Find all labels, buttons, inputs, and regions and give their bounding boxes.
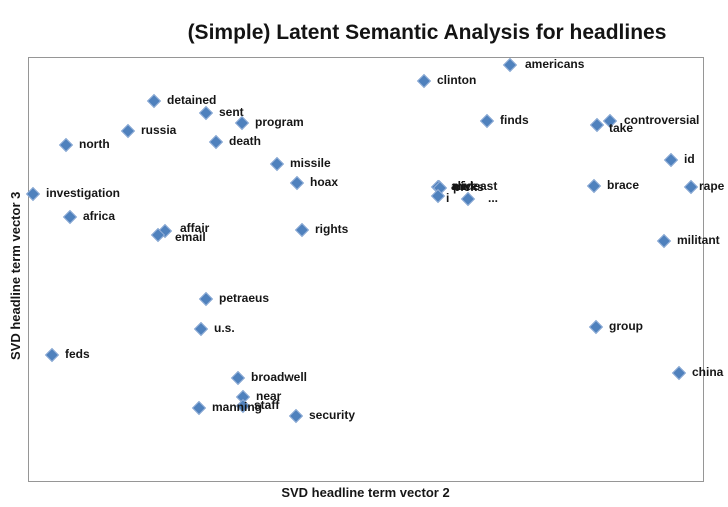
diamond-marker-icon: [198, 105, 214, 121]
point-label: ...: [488, 191, 499, 205]
point-label: brace: [607, 178, 640, 192]
diamond-marker-icon: [656, 233, 672, 249]
point-label: near: [256, 389, 282, 403]
diamond-marker-icon: [588, 319, 604, 335]
diamond-marker-icon: [294, 222, 310, 238]
point-label: missile: [290, 156, 331, 170]
point-label: take: [609, 121, 634, 135]
point-label: feds: [65, 347, 90, 361]
point-label: manning: [212, 400, 262, 414]
point-label: controversial: [624, 113, 700, 127]
point-label: detained: [167, 93, 217, 107]
diamond-marker-icon: [58, 137, 74, 153]
point-label: affair: [180, 221, 210, 235]
diamond-marker-icon: [191, 400, 207, 416]
point-label: group: [609, 319, 643, 333]
diamond-marker-icon: [663, 152, 679, 168]
point-label: i: [446, 191, 450, 205]
point-label: broadwell: [251, 370, 308, 384]
diamond-marker-icon: [416, 73, 432, 89]
diamond-marker-icon: [502, 57, 518, 73]
point-label: petraeus: [219, 291, 270, 305]
diamond-marker-icon: [120, 123, 136, 139]
point-label: finds: [500, 113, 529, 127]
point-label: americans: [525, 57, 585, 71]
diamond-marker-icon: [198, 291, 214, 307]
diamond-marker-icon: [230, 370, 246, 386]
point-label: russia: [141, 123, 177, 137]
diamond-marker-icon: [146, 93, 162, 109]
point-label: militant: [677, 233, 720, 247]
point-label: china: [692, 365, 724, 379]
point-label: death: [229, 134, 262, 148]
point-label: north: [79, 137, 110, 151]
point-label: rape: [699, 179, 725, 193]
diamond-marker-icon: [586, 178, 602, 194]
diamond-marker-icon: [208, 134, 224, 150]
diamond-marker-icon: [62, 209, 78, 225]
diamond-marker-icon: [288, 408, 304, 424]
point-label: alive: [451, 179, 478, 193]
x-axis-label: SVD headline term vector 2: [281, 485, 450, 500]
point-label: sent: [219, 105, 244, 119]
point-label: africa: [83, 209, 116, 223]
point-label: staff: [254, 398, 280, 412]
point-label: program: [255, 115, 304, 129]
point-label: security: [309, 408, 356, 422]
point-label: clinton: [437, 73, 477, 87]
diamond-marker-icon: [671, 365, 687, 381]
chart-title: (Simple) Latent Semantic Analysis for he…: [187, 21, 667, 44]
point-label: u.s.: [214, 321, 235, 335]
diamond-marker-icon: [289, 175, 305, 191]
point-label: hoax: [310, 175, 339, 189]
point-label: email: [175, 230, 206, 244]
point-label: investigation: [46, 186, 121, 200]
point-label: picks: [453, 180, 484, 194]
y-axis-label: SVD headline term vector 3: [8, 191, 23, 360]
diamond-marker-icon: [193, 321, 209, 337]
diamond-marker-icon: [25, 186, 41, 202]
point-label: rights: [315, 222, 349, 236]
diamond-marker-icon: [269, 156, 285, 172]
plot-area: [28, 57, 704, 482]
point-label: mideast: [452, 179, 498, 193]
diamond-marker-icon: [683, 179, 699, 195]
diamond-marker-icon: [479, 113, 495, 129]
point-label: id: [684, 152, 695, 166]
diamond-marker-icon: [44, 347, 60, 363]
